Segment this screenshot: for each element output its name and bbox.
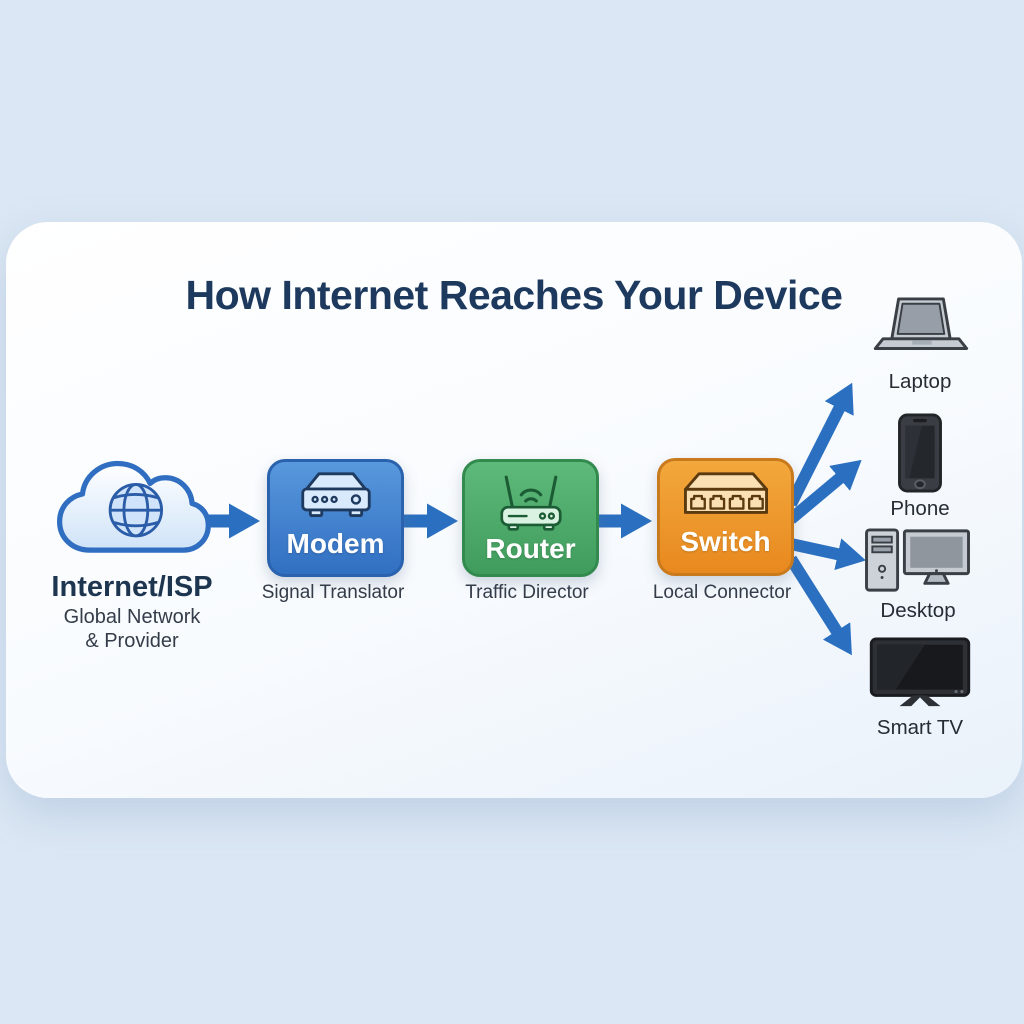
device-smart-tv: Smart TV (855, 636, 985, 740)
device-phone: Phone (855, 413, 985, 521)
node-modem: Modem (267, 459, 404, 577)
cloud-globe-icon (57, 460, 211, 553)
device-desktop: Desktop (853, 527, 983, 623)
router-icon (499, 475, 562, 531)
node-switch: Switch (657, 458, 794, 576)
fan-arrow-switch-to-phone (787, 459, 862, 524)
smart-tv-icon (869, 637, 971, 707)
device-laptop: Laptop (855, 296, 985, 394)
node-switch-label: Switch (680, 526, 771, 557)
internet-description-line1: Global Network (63, 606, 201, 628)
laptop-icon (873, 297, 969, 350)
node-router-label: Router (485, 533, 576, 564)
node-router: Router (462, 459, 599, 577)
internet-description: Global Network & Provider (12, 606, 252, 653)
internet-source (52, 454, 214, 577)
device-desktop-label: Desktop (880, 599, 956, 622)
switch-icon (683, 472, 768, 514)
fan-arrow-switch-to-desktop (789, 538, 866, 571)
node-router-description: Traffic Director (465, 582, 589, 603)
internet-description-line2: & Provider (85, 629, 179, 652)
fan-arrow-switch-to-smart-tv (785, 555, 852, 656)
node-switch-description: Local Connector (652, 582, 792, 603)
device-phone-label: Phone (890, 497, 950, 520)
fan-arrow-switch-to-laptop (785, 382, 854, 507)
device-smart-tv-label: Smart TV (876, 716, 964, 739)
device-laptop-label: Laptop (888, 370, 952, 393)
node-modem-description: Signal Translator (261, 582, 405, 603)
modem-icon (300, 472, 371, 518)
desktop-icon (865, 528, 970, 592)
internet-label: Internet/ISP (51, 571, 213, 603)
page-title: How Internet Reaches Your Device (185, 272, 843, 318)
node-modem-label: Modem (286, 528, 385, 559)
phone-icon (898, 413, 942, 493)
